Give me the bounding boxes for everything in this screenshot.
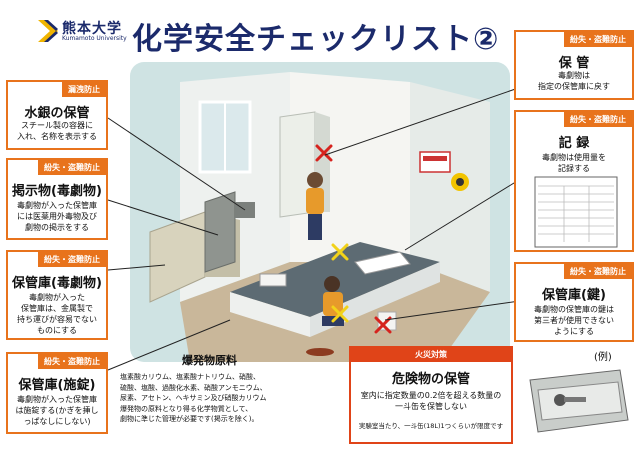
card-title: 保 管 bbox=[558, 56, 590, 71]
record-sheet-icon bbox=[534, 176, 618, 248]
card-title: 記 録 bbox=[558, 136, 590, 151]
card-title: 水銀の保管 bbox=[24, 106, 90, 121]
logo-name-en: Kumamoto University bbox=[62, 35, 127, 42]
fire-note: 実験室当たり、一斗缶(18L)1つくらいが限度です bbox=[358, 422, 504, 430]
card-body: 毒劇物が入った 保管庫は、金属製で 持ち運びが容易でない ものにする bbox=[17, 293, 97, 335]
card-key: 紛失・盗難防止 保管庫(鍵) 毒劇物の保管庫の鍵は 第三者が使用できない ように… bbox=[514, 262, 634, 342]
fire-title: 危険物の保管 bbox=[391, 372, 470, 387]
card-tag: 紛失・盗難防止 bbox=[564, 112, 632, 127]
card-body: 毒劇物が入った保管庫 は施錠する(かぎを挿し っぱなしにしない) bbox=[15, 395, 99, 426]
locked-drawer-icon bbox=[529, 369, 629, 433]
fire-tag: 火災対策 bbox=[351, 348, 511, 362]
card-title: 保管庫(施錠) bbox=[18, 378, 96, 393]
card-body: 毒劇物は使用量を 記録する bbox=[542, 153, 606, 173]
card-title: 掲示物(毒劇物) bbox=[12, 184, 102, 199]
explosive-title: 爆発物原料 bbox=[182, 354, 237, 367]
card-body: 毒劇物は 指定の保管庫に戻す bbox=[538, 71, 610, 91]
lab-illustration bbox=[130, 62, 510, 362]
card-body: 毒劇物が入った保管庫 には医薬用外毒物及び 劇物の掲示をする bbox=[17, 201, 97, 232]
card-body: スチール製の容器に 入れ、名称を表示する bbox=[16, 121, 98, 141]
card-poison-sign: 紛失・盗難防止 掲示物(毒劇物) 毒劇物が入った保管庫 には医薬用外毒物及び 劇… bbox=[6, 158, 108, 240]
page-title: 化学安全チェックリスト② bbox=[132, 22, 500, 57]
explosive-body: 塩素酸カリウム、塩素酸ナトリウム、硝酸、 硫酸、塩酸、過酸化水素、硝酸アンモニウ… bbox=[120, 373, 267, 423]
card-body: 毒劇物の保管庫の鍵は 第三者が使用できない ようにする bbox=[534, 305, 614, 336]
fire-body: 室内に指定数量の0.2倍を超える数量の 一斗缶を保管しない bbox=[360, 391, 502, 411]
card-mercury-storage: 漏洩防止 水銀の保管 スチール製の容器に 入れ、名称を表示する bbox=[6, 80, 108, 150]
card-storage: 紛失・盗難防止 保 管 毒劇物は 指定の保管庫に戻す bbox=[514, 30, 634, 100]
card-tag: 紛失・盗難防止 bbox=[564, 32, 632, 47]
card-tag: 紛失・盗難防止 bbox=[564, 264, 632, 279]
card-tag: 紛失・盗難防止 bbox=[38, 354, 106, 369]
card-cabinet-poison: 紛失・盗難防止 保管庫(毒劇物) 毒劇物が入った 保管庫は、金属製で 持ち運びが… bbox=[6, 250, 108, 340]
card-record: 紛失・盗難防止 記 録 毒劇物は使用量を 記録する bbox=[514, 110, 634, 252]
logo-name-jp: 熊本大学 bbox=[62, 21, 122, 37]
card-tag: 漏洩防止 bbox=[62, 82, 106, 97]
card-tag: 紛失・盗難防止 bbox=[38, 160, 106, 175]
card-fire-prevention: 火災対策 危険物の保管 室内に指定数量の0.2倍を超える数量の 一斗缶を保管しな… bbox=[349, 346, 513, 444]
card-title: 保管庫(毒劇物) bbox=[12, 276, 102, 291]
university-logo-icon bbox=[38, 20, 58, 42]
card-title: 保管庫(鍵) bbox=[542, 288, 606, 303]
card-tag: 紛失・盗難防止 bbox=[38, 252, 106, 267]
example-label: (例) bbox=[594, 352, 612, 363]
card-cabinet-lock: 紛失・盗難防止 保管庫(施錠) 毒劇物が入った保管庫 は施錠する(かぎを挿し っ… bbox=[6, 352, 108, 434]
